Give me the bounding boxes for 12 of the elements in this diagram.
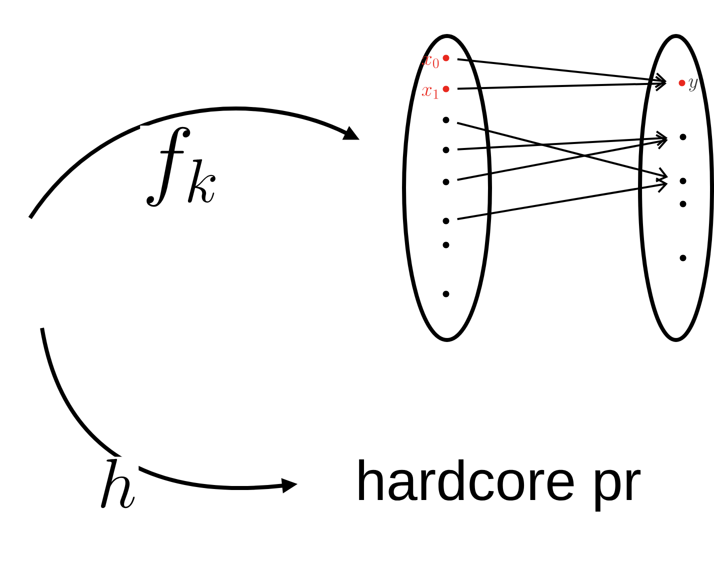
arrow xyxy=(457,178,668,220)
point-label: $y$ xyxy=(688,78,698,92)
ellipse xyxy=(402,34,492,342)
edge-label: $h$ xyxy=(95,456,139,510)
ellipse xyxy=(638,34,714,342)
point-label: $x_1$ xyxy=(422,87,438,99)
arrow xyxy=(457,76,667,92)
label-text: hardcore pr xyxy=(359,459,641,512)
arrow xyxy=(457,134,668,181)
arrow xyxy=(457,130,668,150)
edge-label: $f_k$ xyxy=(140,126,221,208)
arrow xyxy=(456,122,668,182)
